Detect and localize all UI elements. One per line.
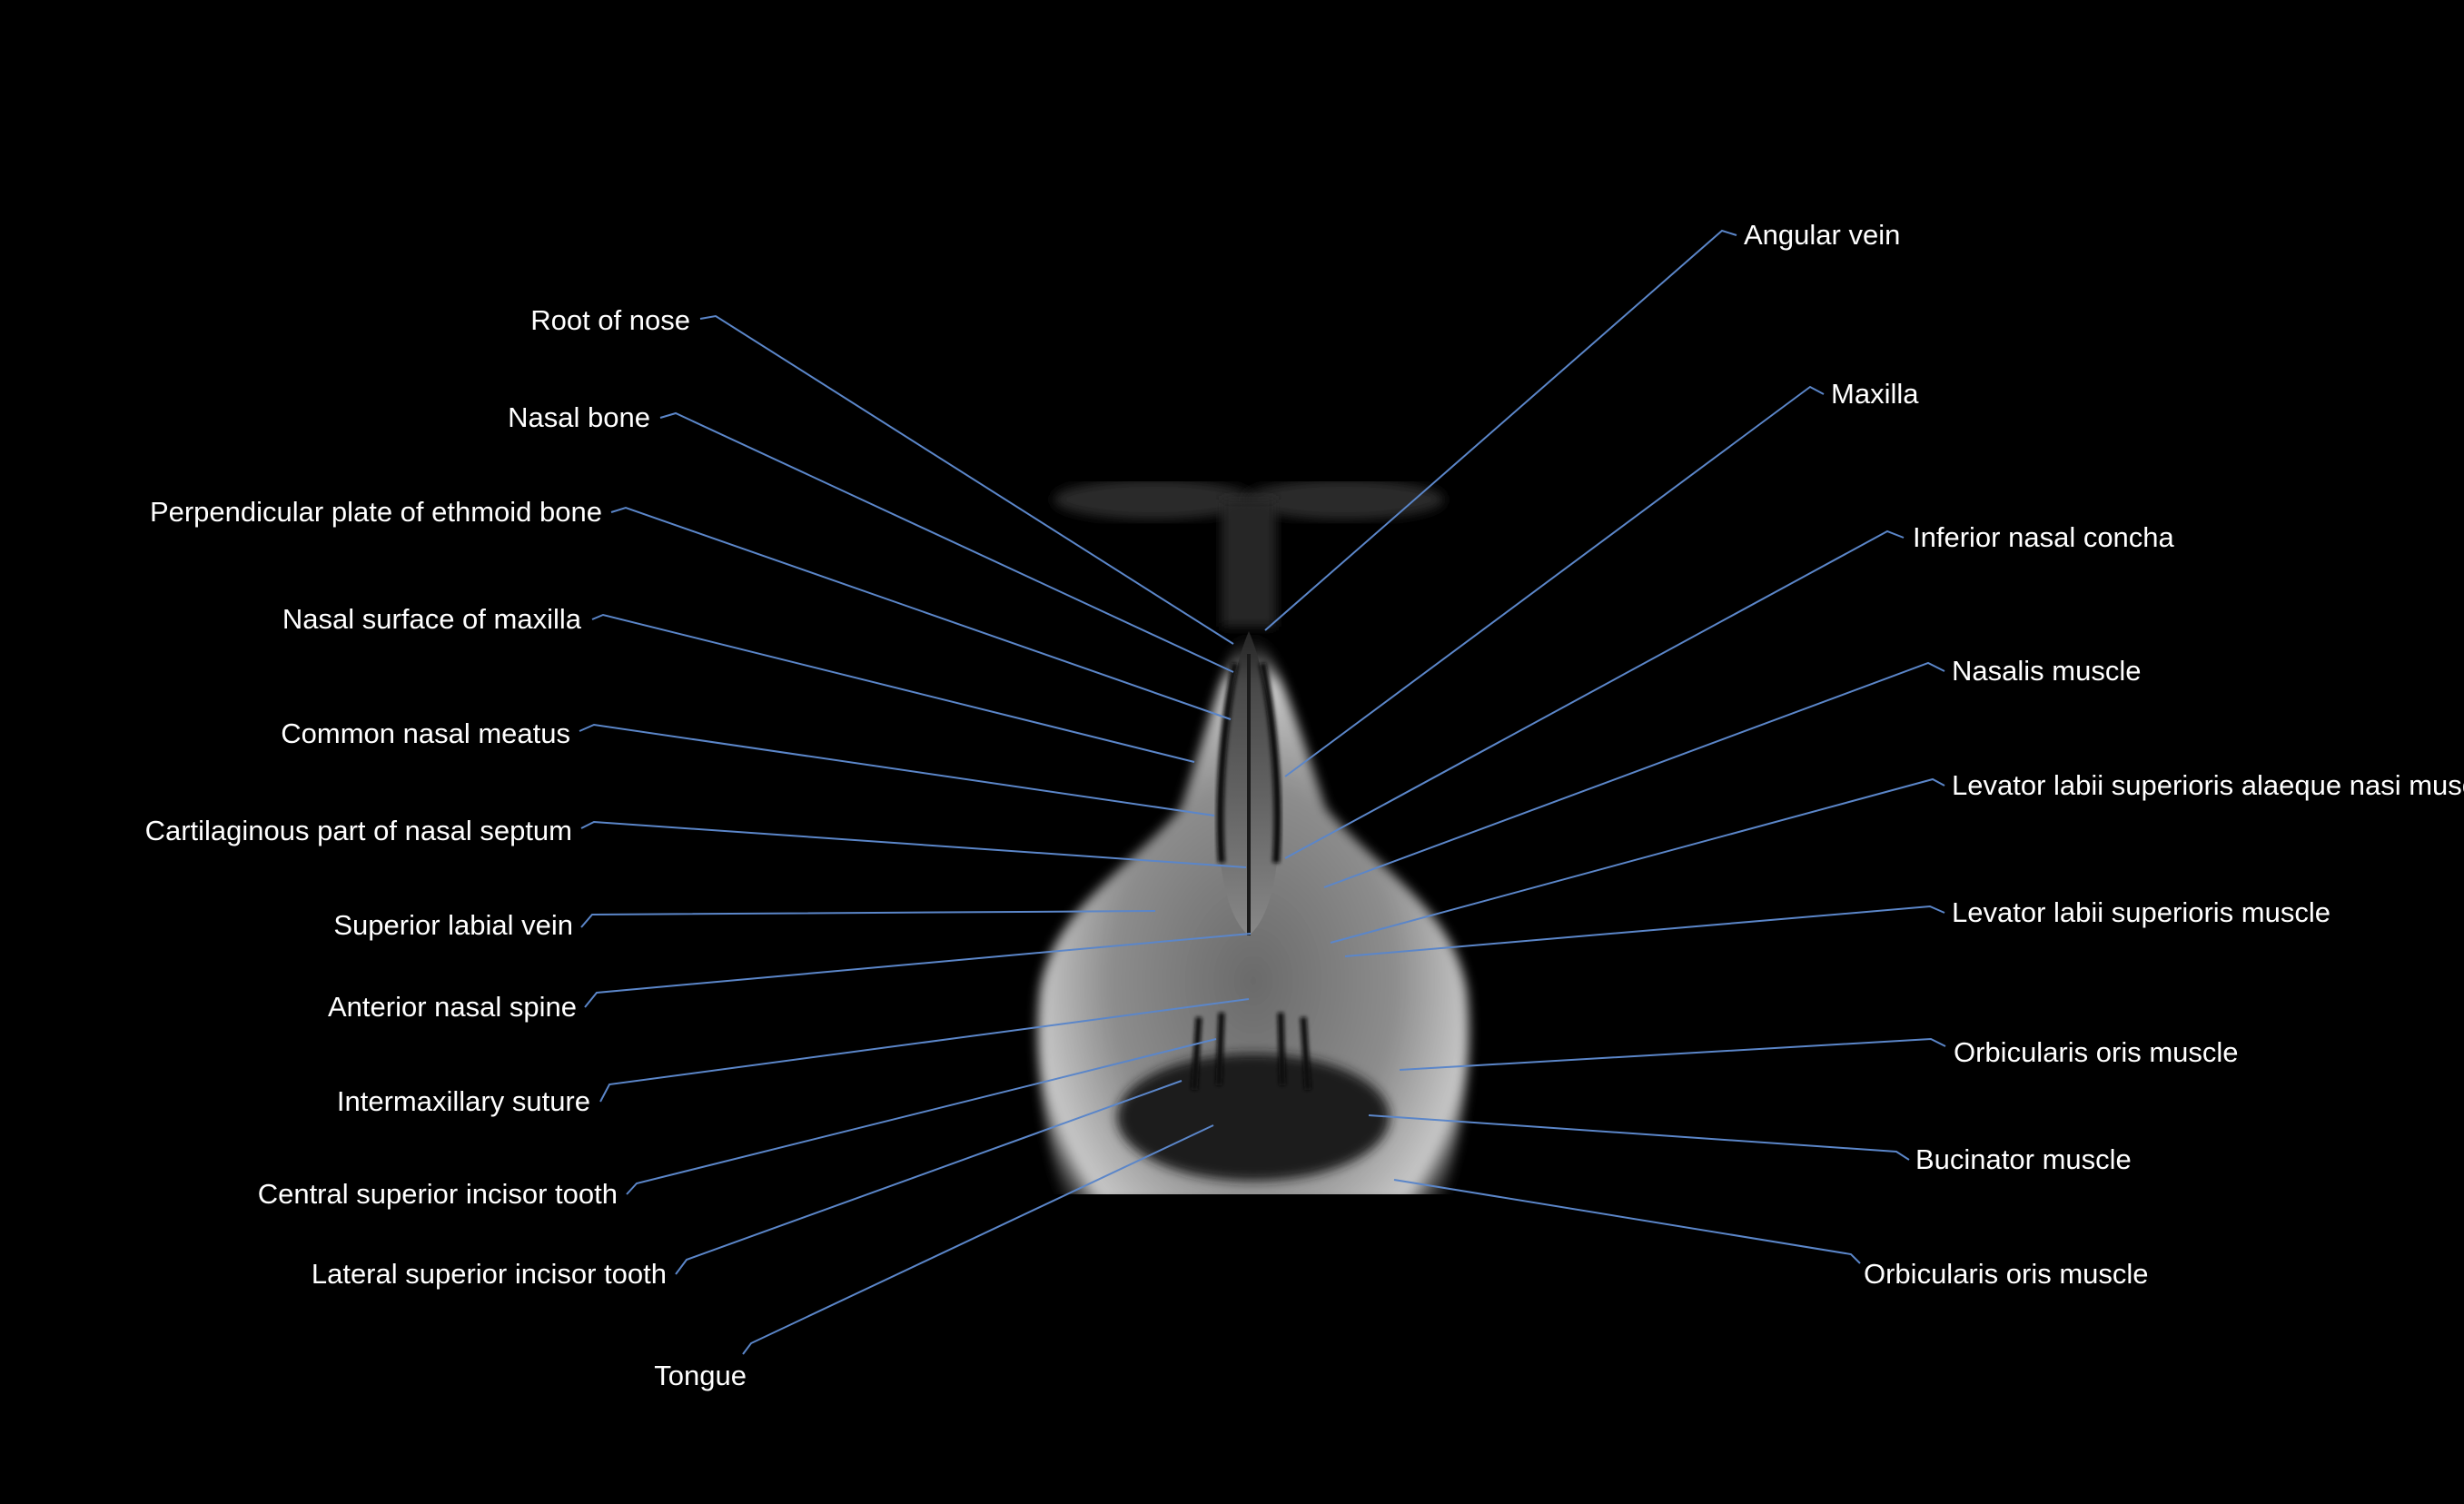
leader-line [1284,385,1825,777]
label-nasalis-muscle: Nasalis muscle [1952,655,2142,687]
label-inferior-nasal-concha: Inferior nasal concha [1913,521,2174,553]
label-cartilaginous-nasal-septum: Cartilaginous part of nasal septum [144,815,572,846]
leader-line [599,998,1250,1103]
label-tongue: Tongue [654,1360,747,1391]
leader-line [1399,1037,1946,1071]
leader-line [591,613,1195,763]
leader-line [1344,905,1945,957]
label-root-of-nose: Root of nose [530,304,690,336]
leader-line [580,910,1156,928]
leader-line [610,506,1232,720]
leader-line [699,314,1234,645]
label-nasal-surface-maxilla: Nasal surface of maxilla [282,603,581,635]
label-nasal-bone: Nasal bone [508,401,650,433]
label-anterior-nasal-spine: Anterior nasal spine [328,991,577,1023]
leader-line [742,1124,1214,1355]
label-levator-labii-superioris: Levator labii superioris muscle [1952,896,2330,928]
leader-line [584,933,1252,1008]
leader-line [1330,777,1945,944]
leader-line [1368,1114,1910,1161]
leader-line [626,1038,1217,1195]
label-superior-labial-vein: Superior labial vein [333,909,573,941]
label-bucinator-muscle: Bucinator muscle [1915,1143,2132,1175]
label-orbicularis-oris-upper: Orbicularis oris muscle [1954,1036,2239,1068]
label-orbicularis-oris-lower: Orbicularis oris muscle [1864,1258,2149,1290]
leader-line [675,1080,1183,1275]
label-perpendicular-plate-ethmoid: Perpendicular plate of ethmoid bone [149,496,602,528]
label-lateral-superior-incisor: Lateral superior incisor tooth [311,1258,667,1290]
label-central-superior-incisor: Central superior incisor tooth [257,1178,618,1210]
label-intermaxillary-suture: Intermaxillary suture [336,1085,590,1117]
label-angular-vein: Angular vein [1744,219,1901,251]
label-common-nasal-meatus: Common nasal meatus [281,717,570,749]
leader-line [580,820,1247,868]
leader-line [1393,1179,1861,1264]
leader-line [1264,229,1737,631]
leader-line [1323,661,1945,888]
leader-line [659,411,1234,673]
leader-line [1284,529,1905,859]
leader-line [579,723,1215,816]
label-levator-labii-sup-alaeque-nasi: Levator labii superioris alaeque nasi mu… [1952,769,2464,801]
label-maxilla: Maxilla [1831,378,1919,410]
